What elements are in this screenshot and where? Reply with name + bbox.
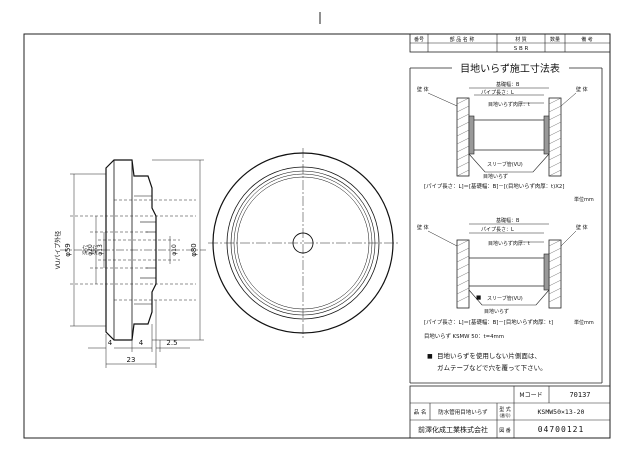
label-base-width-2: 基礎幅：B <box>496 217 520 224</box>
parts-header-qty: 数量 <box>550 36 560 43</box>
label-depth-2: 深穴 <box>92 245 99 255</box>
drawing-frame <box>23 33 611 439</box>
model-value: KSMW50×13-20 <box>538 408 585 416</box>
dim-4-left: 4 <box>108 339 113 347</box>
dim-phi20: φ20 <box>87 244 94 256</box>
label-pipe-length-1: パイプ長さ：L <box>481 89 514 96</box>
title-block: Mコード 70137 品 名 防水管用目地いらず 型 式 (番号) KSMW50… <box>409 385 611 439</box>
dim-phi59: φ59 <box>64 243 72 257</box>
tape-mark: ■ <box>476 295 481 301</box>
front-view <box>208 148 398 338</box>
note-mark: ■ <box>427 353 433 360</box>
label-sleeve-2: スリーブ管(VU) <box>487 295 523 302</box>
construction-table-title: 目地いらず施工寸法表 <box>460 62 560 75</box>
dim-phi80: φ80 <box>190 243 198 257</box>
label-wall-right-2: 壁 体 <box>576 224 588 231</box>
wall-left-2 <box>456 239 470 309</box>
mcode-label: Mコード <box>519 392 542 399</box>
unit-label-1: 単位mm <box>574 196 594 203</box>
construction-table: 目地いらず施工寸法表 <box>409 62 603 384</box>
mcode-value: 70137 <box>569 391 590 399</box>
parts-header-remarks: 備 考 <box>581 36 593 43</box>
dim-2-5: 2.5 <box>166 339 177 347</box>
label-joint-thickness-2: 目地いらず肉厚：t <box>488 240 530 247</box>
thickness-note: 目地いらず KSMW 50：t=4mm <box>424 332 504 340</box>
company-name: 前澤化成工業株式会社 <box>418 425 488 434</box>
dim-phi10: φ10 <box>171 244 178 256</box>
construction-diagram-both-sides: 基礎幅：B パイプ長さ：L 目地いらず肉厚：t 壁 体 壁 体 スリーブ管(VU… <box>417 81 594 203</box>
model-label: 型 式 <box>499 406 511 413</box>
model-sub-label: (番号) <box>499 412 511 418</box>
construction-diagram-one-side: 基礎幅：B パイプ長さ：L 目地いらず肉厚：t 壁 体 壁 体 ■ スリーブ管(… <box>417 217 594 340</box>
label-joint-product-1: 目地いらず <box>483 173 508 180</box>
dim-23: 23 <box>127 356 136 364</box>
label-wall-left-1: 壁 体 <box>417 86 429 93</box>
dim-phi13: φ13 <box>97 244 104 256</box>
wall-right-1 <box>548 97 562 177</box>
note-line-2: ガムテープなどで穴を覆って下さい。 <box>437 363 547 372</box>
name-label: 品 名 <box>414 408 427 416</box>
formula-both-sides: [パイプ長さ：L]＝[基礎幅：B]－[(目地いらず肉厚：t)X2] <box>424 182 564 190</box>
drawing-no-label: 図 番 <box>499 427 511 434</box>
parts-header-material: 材 質 <box>515 36 527 43</box>
label-joint-thickness-1: 目地いらず肉厚：t <box>488 101 530 108</box>
name-value: 防水管用目地いらず <box>438 408 488 416</box>
note-line-1: 目地いらずを使用しない片側面は、 <box>437 351 541 360</box>
label-joint-product-2: 目地いらず <box>484 308 509 315</box>
dim-4-right: 4 <box>139 339 144 347</box>
label-base-width-1: 基礎幅：B <box>496 81 520 88</box>
wall-right-2 <box>548 239 562 309</box>
label-sleeve-1: スリーブ管(VU) <box>487 161 523 168</box>
unit-label-2: 単位mm <box>574 319 594 326</box>
formula-one-side: [パイプ長さ：L]＝[基礎幅：B]－[目地いらず肉厚：t] <box>424 318 553 326</box>
label-depth-1: 深穴 <box>82 245 89 255</box>
parts-header-name: 部 品 名 称 <box>450 36 475 43</box>
label-pipe-length-2: パイプ長さ：L <box>481 226 514 233</box>
label-wall-left-2: 壁 体 <box>417 224 429 231</box>
parts-material-value: S B R <box>514 46 529 52</box>
label-wall-right-1: 壁 体 <box>576 86 588 93</box>
parts-header-no: 番号 <box>414 36 424 43</box>
wall-left-1 <box>456 97 470 177</box>
section-view: φ80 φ59 VUパイプ外径 φ20 深穴 φ13 深穴 φ10 4 4 2.… <box>54 159 206 368</box>
drawing-no-value: 04700121 <box>538 425 585 434</box>
label-vu-pipe: VUパイプ外径 <box>54 231 62 270</box>
parts-table: 番号 部 品 名 称 材 質 数量 備 考 S B R <box>409 33 611 53</box>
